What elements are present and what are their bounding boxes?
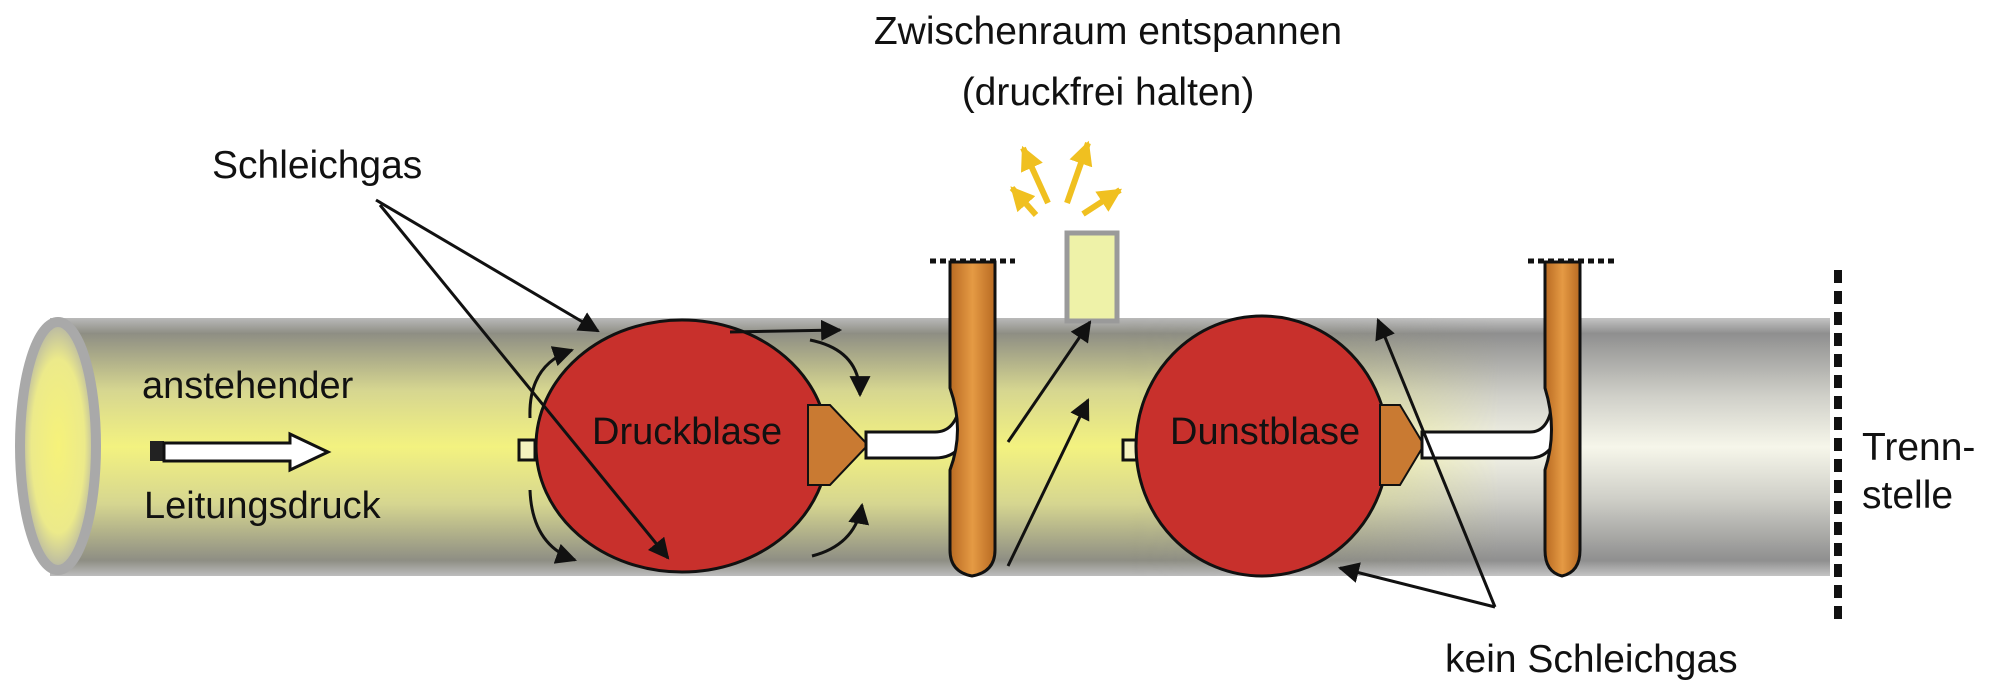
relief-arrow (1009, 186, 1039, 217)
no-leak-arrow (1375, 318, 1497, 608)
line-pressure-label-1: anstehender (142, 365, 354, 407)
relief-arrow (1081, 187, 1123, 217)
pressure-bladder-assembly (517, 258, 1015, 578)
relief-flow-arrow (1006, 398, 1090, 567)
bladder-nipple (517, 438, 537, 462)
flow-arrow (528, 346, 574, 419)
no-leak-gas-label: kein Schleichgas (1445, 638, 1738, 681)
leak-arrow (375, 198, 600, 333)
relief-arrow (1020, 145, 1051, 205)
pipe-open-end (15, 317, 101, 575)
flow-arrow (809, 338, 871, 398)
separation-label-2: stelle (1862, 474, 1953, 517)
pressure-bladder-label: Druckblase (592, 411, 782, 453)
line-pressure-label-2: Leitungsdruck (144, 485, 382, 527)
separation-label-1: Trenn- (1862, 426, 1975, 469)
leak-arrow (378, 204, 670, 560)
relief-arrow (1064, 140, 1093, 204)
bladder-neck (1379, 404, 1426, 486)
relief-flow-arrow (1006, 320, 1092, 443)
leak-gas-arrows (375, 198, 1497, 609)
flow-arrow (811, 502, 870, 558)
stem (1543, 260, 1582, 578)
no-leak-arrow (1337, 562, 1496, 609)
line-pressure-arrow-icon (150, 431, 332, 473)
relief-label-line2: (druckfrei halten) (962, 71, 1255, 114)
stem (948, 260, 997, 578)
relief-arrows (1009, 140, 1123, 217)
vent-pipe (1064, 230, 1120, 324)
vapor-bladder-assembly (1121, 258, 1618, 578)
flow-arrow (528, 489, 577, 564)
relief-label-line1: Zwischenraum entspannen (874, 10, 1342, 53)
flow-arrow (729, 319, 843, 341)
vapor-bladder-label: Dunstblase (1170, 411, 1360, 453)
leak-gas-label: Schleichgas (212, 144, 422, 187)
bladder-neck (807, 404, 870, 486)
